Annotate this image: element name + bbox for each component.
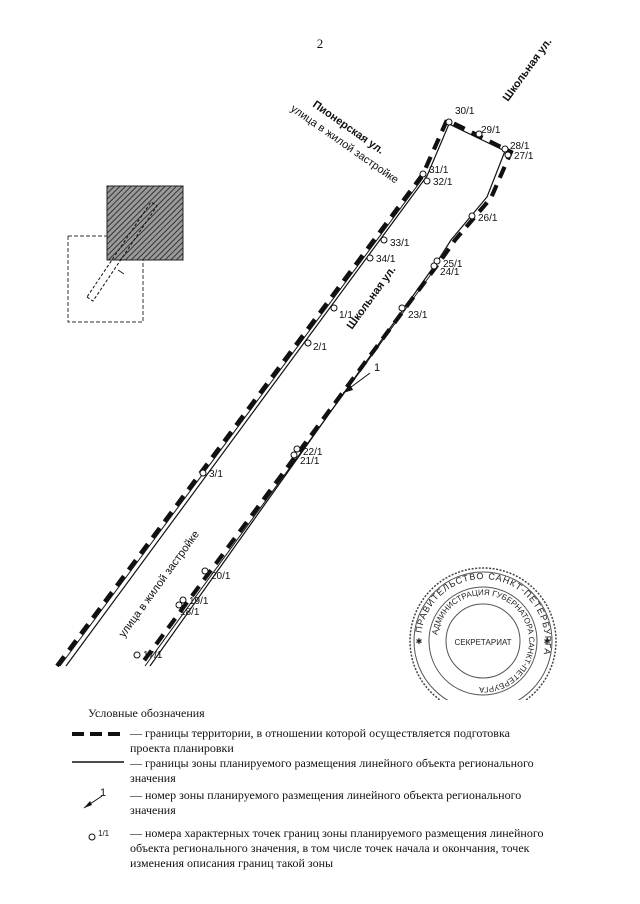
- point-25-1: 25/1: [433, 257, 463, 270]
- zone-number-arrow-symbol: 1: [83, 788, 106, 809]
- street-shkolnaya-mid: Школьная ул.: [345, 264, 399, 332]
- street-shkolnaya-top: Школьная ул.: [501, 36, 555, 104]
- location-inset: [67, 185, 184, 323]
- seal-star-right: ✱: [544, 637, 551, 646]
- point-30-1: 30/1: [445, 106, 475, 126]
- zone-boundary-inner: [59, 177, 424, 667]
- svg-text:33/1: 33/1: [390, 238, 410, 249]
- svg-text:3/1: 3/1: [209, 469, 223, 480]
- legend-text-zone: — границы зоны планируемого размещения л…: [130, 756, 534, 785]
- zone-number-label: 1: [342, 362, 380, 394]
- legend-text-territory: — границы территории, в отношении которо…: [130, 726, 510, 755]
- point-34-1: 34/1: [366, 254, 396, 265]
- svg-text:1/1: 1/1: [339, 310, 353, 321]
- point-29-1: 29/1: [475, 125, 501, 138]
- svg-text:34/1: 34/1: [376, 254, 396, 265]
- svg-text:25/1: 25/1: [443, 259, 463, 270]
- svg-text:1/1: 1/1: [98, 829, 110, 838]
- svg-text:24/1: 24/1: [440, 267, 460, 278]
- point-21-1: 21/1: [290, 451, 320, 467]
- svg-text:26/1: 26/1: [478, 213, 498, 224]
- point-32-1: 32/1: [423, 177, 453, 188]
- point-28-1: 28/1: [501, 141, 530, 153]
- point-23-1: 23/1: [398, 304, 428, 321]
- point-31-1: 31/1: [419, 165, 449, 178]
- street-residential-bottom: улица в жилой застройке: [117, 529, 202, 640]
- svg-text:19/1: 19/1: [189, 596, 209, 607]
- point-3-1: 3/1: [199, 469, 223, 480]
- planning-map: 1 Пионерская ул. улица в жилой застройке…: [55, 36, 557, 700]
- solid-line-symbol: [72, 761, 124, 763]
- svg-text:28/1: 28/1: [510, 141, 530, 152]
- point-33-1: 33/1: [380, 236, 410, 249]
- point-26-1: 26/1: [468, 212, 498, 224]
- point-19-1: 19/1: [179, 596, 209, 607]
- point-2-1: 2/1: [304, 339, 327, 353]
- svg-text:17/1: 17/1: [143, 650, 163, 661]
- inset-frame: [67, 236, 144, 323]
- zone-boundary: [65, 123, 506, 667]
- page-number: 2: [316, 36, 324, 51]
- point-20-1: 20/1: [201, 567, 231, 582]
- svg-text:20/1: 20/1: [211, 571, 231, 582]
- zone-boundary-inner-right: [144, 265, 438, 667]
- svg-text:1: 1: [100, 788, 106, 799]
- territory-boundary: [55, 117, 514, 668]
- svg-text:29/1: 29/1: [481, 125, 501, 136]
- svg-text:31/1: 31/1: [429, 165, 449, 176]
- seal-center-text: СЕКРЕТАРИАТ: [454, 638, 511, 647]
- svg-text:22/1: 22/1: [303, 447, 323, 458]
- dashed-line-symbol: [72, 732, 124, 736]
- inset-zone-outline: [86, 201, 158, 302]
- official-seal: ПРАВИТЕЛЬСТВО САНКТ-ПЕТЕРБУРГА АДМИНИСТР…: [409, 567, 557, 700]
- svg-text:2/1: 2/1: [313, 342, 327, 353]
- point-circle-symbol: 1/1: [88, 829, 110, 841]
- svg-text:30/1: 30/1: [455, 106, 475, 117]
- svg-text:27/1: 27/1: [514, 151, 534, 162]
- svg-text:23/1: 23/1: [408, 310, 428, 321]
- svg-text:21/1: 21/1: [300, 456, 320, 467]
- legend-text-zone-number: — номер зоны планируемого размещения лин…: [130, 788, 522, 817]
- point-17-1: 17/1: [133, 650, 163, 661]
- zone-number: 1: [374, 362, 380, 374]
- inset-tick: [117, 269, 125, 275]
- legend-title: Условные обозначения: [88, 706, 205, 720]
- point-22-1: 22/1: [293, 445, 323, 458]
- legend: Условные обозначения — границы территори…: [0, 700, 640, 904]
- seal-star-left: ✱: [416, 637, 423, 646]
- characteristic-points: 30/1 29/1 28/1 27/1 26/1 25/1 24/1 23/1 …: [133, 106, 534, 661]
- legend-text-points: — номера характерных точек границ зоны п…: [130, 826, 544, 870]
- point-1-1: 1/1: [330, 304, 353, 321]
- point-24-1: 24/1: [430, 262, 460, 278]
- svg-text:32/1: 32/1: [433, 177, 453, 188]
- svg-text:18/1: 18/1: [180, 607, 200, 618]
- point-27-1: 27/1: [504, 151, 534, 162]
- point-18-1: 18/1: [175, 601, 200, 618]
